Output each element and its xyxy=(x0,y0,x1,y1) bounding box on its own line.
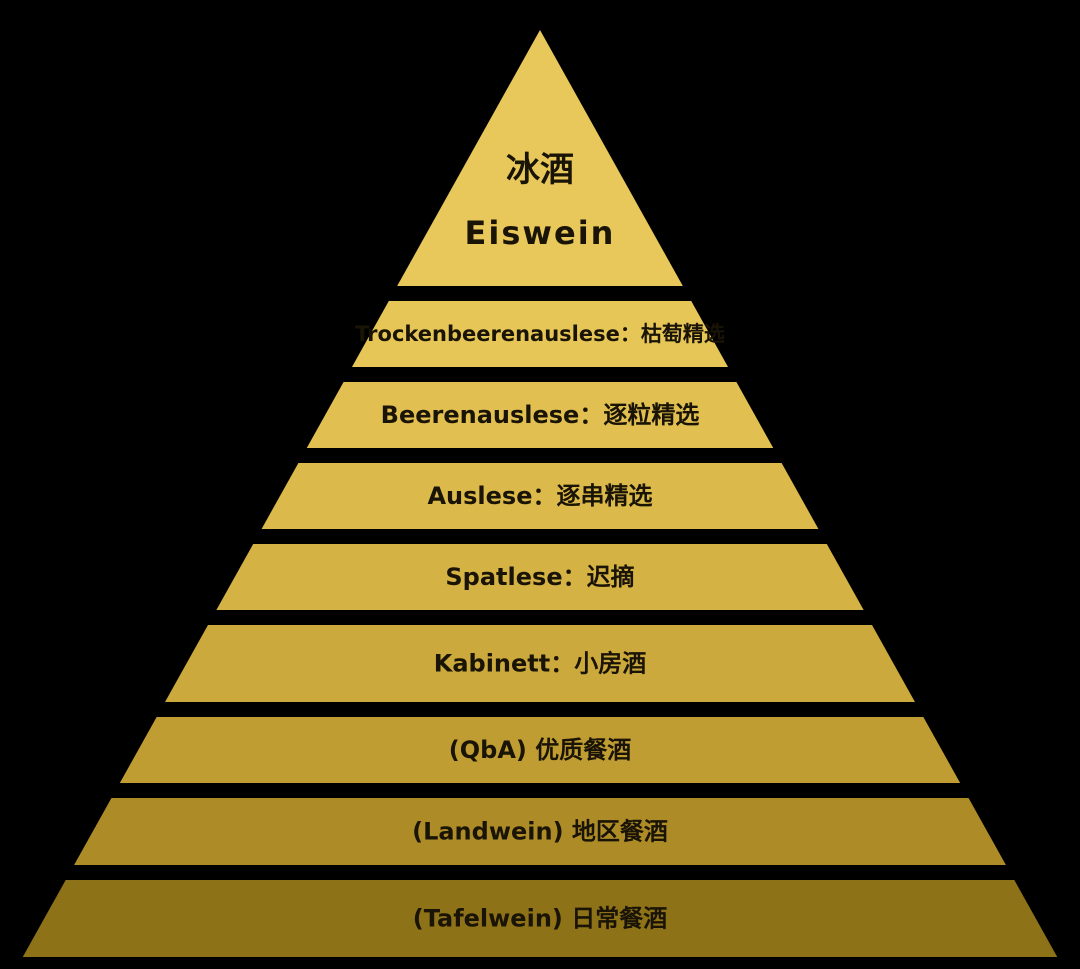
tier-7-label: (QbA) 优质餐酒 xyxy=(449,736,631,764)
pyramid-tier-9 xyxy=(22,880,1058,957)
pyramid-tier-8 xyxy=(74,798,1006,865)
tier-1-label-german: Eiswein xyxy=(465,214,616,252)
tier-8-label: (Landwein) 地区餐酒 xyxy=(412,818,668,846)
tier-4-label: Auslese：逐串精选 xyxy=(427,482,652,510)
pyramid-tier-3 xyxy=(306,382,774,448)
tier-3-label: Beerenauslese：逐粒精选 xyxy=(381,401,700,429)
pyramid-tier-4 xyxy=(261,463,819,529)
pyramid-tier-2 xyxy=(351,301,729,367)
tier-9-label: (Tafelwein) 日常餐酒 xyxy=(413,905,667,933)
pyramid-tier-5 xyxy=(216,544,864,610)
tier-1-label-chinese: 冰酒 xyxy=(506,150,574,190)
pyramid-tier-6 xyxy=(165,625,915,702)
tier-6-label: Kabinett：小房酒 xyxy=(434,650,647,678)
pyramid-tier-7 xyxy=(119,717,961,783)
pyramid-tier-1 xyxy=(397,30,683,286)
tier-2-label: Trockenbeerenauslese：枯萄精选 xyxy=(355,322,725,346)
tier-5-label: Spatlese：迟摘 xyxy=(445,563,634,591)
